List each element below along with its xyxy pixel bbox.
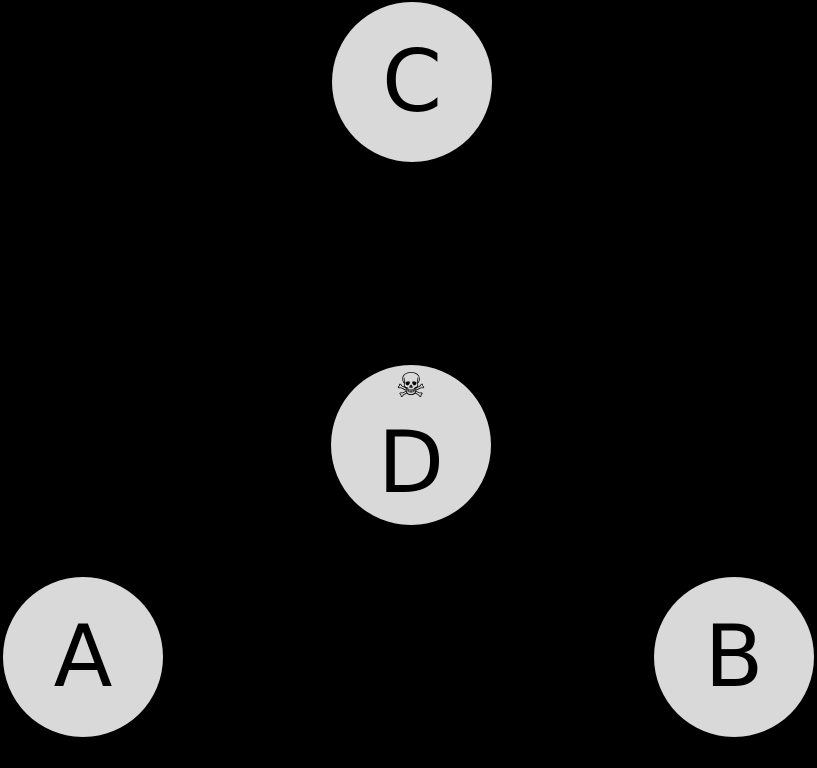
- graph-node-c[interactable]: C: [332, 2, 492, 162]
- node-b-label: B: [704, 607, 764, 707]
- graph-node-a[interactable]: A: [3, 577, 163, 737]
- graph-node-d[interactable]: ☠ D: [331, 365, 491, 525]
- node-d-label: D: [377, 413, 445, 513]
- node-a-label: A: [53, 607, 113, 707]
- graph-node-b[interactable]: B: [654, 577, 814, 737]
- node-c-content: C: [332, 2, 492, 162]
- node-b-content: B: [654, 577, 814, 737]
- node-d-content: ☠ D: [331, 365, 491, 525]
- skull-and-crossbones-icon: ☠: [395, 366, 427, 406]
- node-a-content: A: [3, 577, 163, 737]
- node-c-label: C: [381, 32, 443, 132]
